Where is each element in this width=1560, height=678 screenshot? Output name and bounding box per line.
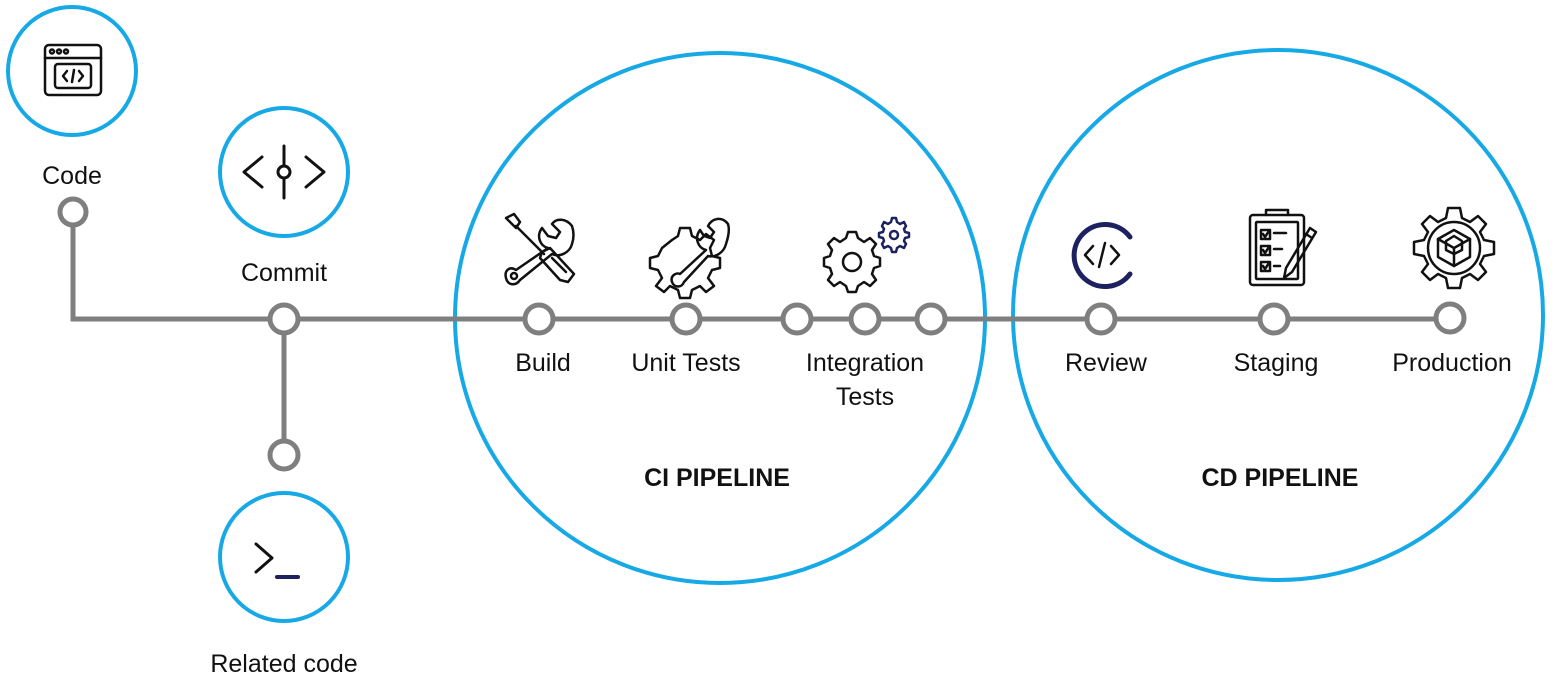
code-connector: [70, 226, 270, 322]
commit-icon-circle: [218, 106, 350, 238]
clipboard-checklist-icon: [1248, 208, 1318, 287]
production-label: Production: [1392, 349, 1512, 377]
code-label: Code: [42, 162, 102, 190]
gear-wrench-icon: [648, 217, 731, 300]
git-commit-icon: [242, 144, 326, 200]
integration-tests-label-line1: Integration: [805, 349, 925, 377]
review-node: [1084, 302, 1118, 336]
staging-label: Staging: [1233, 349, 1319, 377]
gears-icon: [822, 216, 911, 294]
pipeline-nodes: [57, 196, 1467, 472]
integration-node-3: [914, 302, 948, 336]
related-code-node: [267, 438, 301, 472]
cd-pipeline-title: CD PIPELINE: [1201, 464, 1359, 492]
terminal-icon: [254, 542, 300, 579]
integration-node-1: [780, 302, 814, 336]
related-code-icon-circle: [218, 491, 350, 623]
browser-code-icon: [43, 43, 103, 97]
commit-label: Commit: [240, 259, 328, 287]
related-code-label: Related code: [210, 650, 358, 678]
ci-pipeline-title: CI PIPELINE: [644, 464, 790, 492]
unit-tests-label: Unit Tests: [631, 349, 741, 377]
gear-cube-icon: [1412, 206, 1496, 290]
staging-node: [1257, 302, 1291, 336]
unit-tests-node: [669, 302, 703, 336]
build-label: Build: [515, 349, 571, 377]
code-review-icon: [1071, 222, 1133, 289]
commit-node: [267, 302, 301, 336]
review-label: Review: [1065, 349, 1147, 377]
tools-icon: [504, 212, 576, 286]
integration-node-2: [848, 302, 882, 336]
code-icon-circle: [6, 5, 138, 137]
build-node: [522, 302, 556, 336]
production-node: [1433, 301, 1467, 335]
code-node: [57, 196, 89, 228]
integration-tests-label-line2: Tests: [835, 383, 895, 411]
cd-pipeline-circle: [1011, 48, 1545, 582]
